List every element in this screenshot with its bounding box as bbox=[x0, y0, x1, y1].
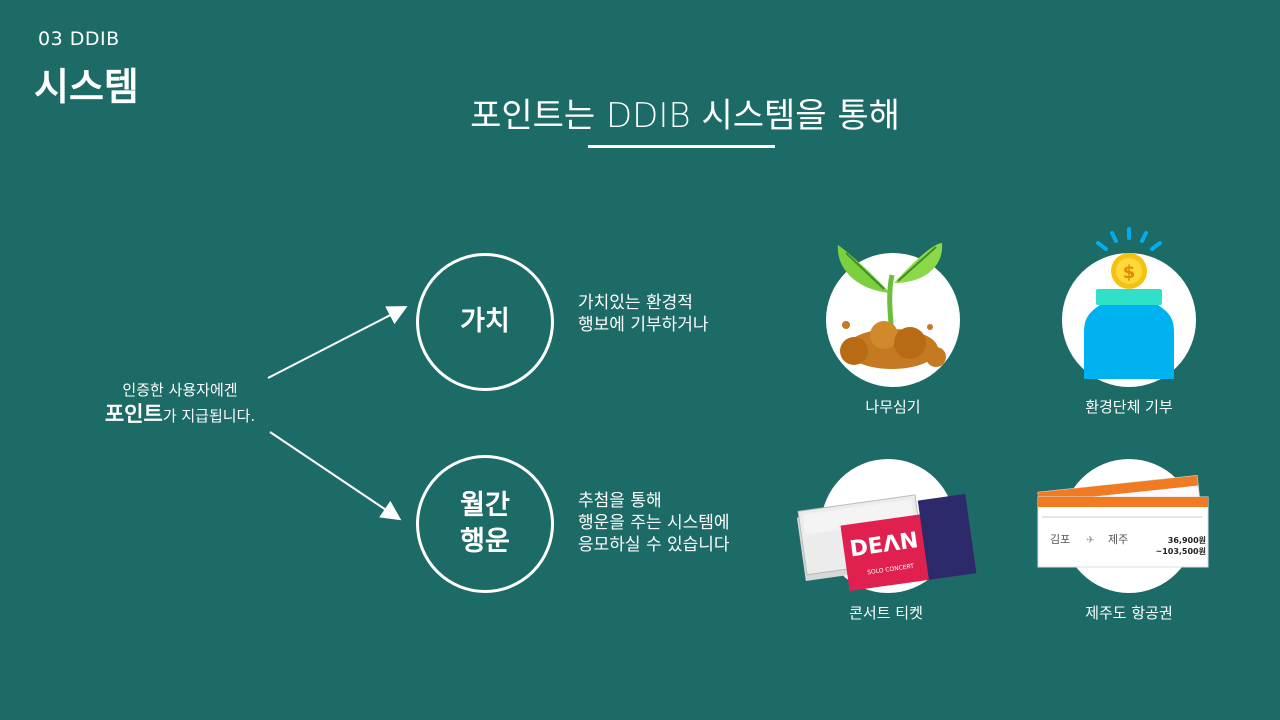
donation-label: 환경단체 기부 bbox=[1029, 396, 1229, 417]
flight-price2: ~103,500원 bbox=[1155, 546, 1206, 556]
flight-from: 김포 bbox=[1050, 533, 1070, 546]
monthly-desc-line1: 추첨을 통해 bbox=[578, 490, 730, 512]
monthly-luck-circle: 월간 행운 bbox=[416, 455, 554, 593]
flight-ticket-icon: 김포 ✈ 제주 36,900원 ~103,500원 bbox=[1062, 459, 1196, 593]
value-circle: 가치 bbox=[416, 253, 554, 391]
value-desc-line1: 가치있는 환경적 bbox=[578, 292, 709, 314]
tree-planting-label: 나무심기 bbox=[793, 396, 993, 417]
value-description: 가치있는 환경적 행보에 기부하거나 bbox=[578, 292, 709, 336]
concert-ticket-tile: DEΛN SOLO CONCERT bbox=[821, 459, 955, 593]
monthly-description: 추첨을 통해 행운을 주는 시스템에 응모하실 수 있습니다 bbox=[578, 490, 730, 556]
flight-ticket-tile: 김포 ✈ 제주 36,900원 ~103,500원 bbox=[1062, 459, 1196, 593]
coin-jar-icon: $ bbox=[1062, 253, 1196, 387]
concert-ticket-label: 콘서트 티켓 bbox=[786, 602, 986, 623]
svg-text:✈: ✈ bbox=[1086, 535, 1094, 546]
donation-jar-tile: $ bbox=[1062, 253, 1196, 387]
monthly-circle-line2: 행운 bbox=[460, 524, 510, 560]
concert-ticket-icon: DEΛN SOLO CONCERT bbox=[821, 459, 955, 593]
arrow-to-value bbox=[268, 308, 404, 378]
monthly-circle-line1: 월간 bbox=[460, 488, 510, 524]
arrow-to-monthly bbox=[270, 432, 398, 518]
flight-to: 제주 bbox=[1108, 533, 1128, 546]
monthly-desc-line2: 행운을 주는 시스템에 bbox=[578, 512, 730, 534]
value-circle-label: 가치 bbox=[460, 304, 510, 340]
monthly-desc-line3: 응모하실 수 있습니다 bbox=[578, 534, 730, 556]
flight-price1: 36,900원 bbox=[1168, 535, 1206, 545]
tree-planting-tile bbox=[826, 253, 960, 387]
flight-ticket-label: 제주도 항공권 bbox=[1029, 602, 1229, 623]
value-desc-line2: 행보에 기부하거나 bbox=[578, 314, 709, 336]
sprout-icon bbox=[826, 253, 960, 387]
svg-text:$: $ bbox=[1123, 262, 1136, 283]
